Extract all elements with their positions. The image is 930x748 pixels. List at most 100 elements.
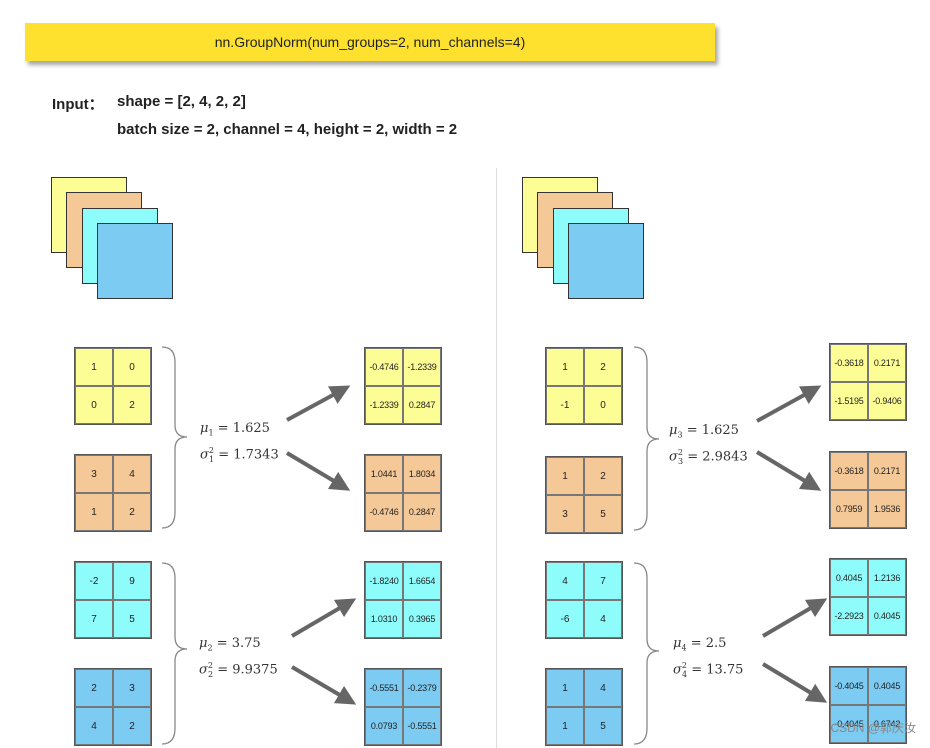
grid-cell: 1.6654 (403, 562, 441, 600)
mean-label: μ1 = 1.625 (200, 421, 270, 438)
grid-cell: 1.8034 (403, 455, 441, 493)
grid-cell: 4 (113, 455, 151, 493)
mean-label: μ2 = 3.75 (199, 636, 261, 653)
grid-cell: 4 (584, 669, 622, 707)
grid-cell: 0 (113, 348, 151, 386)
grid-cell: 1 (546, 707, 584, 745)
group-3-brace (633, 346, 660, 531)
input-grid-g2-blue: 2 3 4 2 (74, 668, 152, 746)
title-text: nn.GroupNorm(num_groups=2, num_channels=… (214, 34, 526, 50)
grid-cell: 9 (113, 562, 151, 600)
watermark: CSDN @郭庆汝 (830, 721, 916, 735)
grid-cell: 5 (113, 600, 151, 638)
grid-cell: 4 (546, 562, 584, 600)
grid-cell: 0.2847 (403, 493, 441, 531)
group-1-brace (161, 346, 188, 529)
arrow-group-2-down (290, 665, 357, 705)
grid-cell: 2 (75, 669, 113, 707)
grid-cell: 2 (113, 707, 151, 745)
grid-cell: 1 (546, 669, 584, 707)
grid-cell: 0.2171 (868, 452, 906, 490)
grid-cell: 0 (75, 386, 113, 424)
arrow-group-4-down (761, 662, 828, 703)
grid-cell: 2 (113, 493, 151, 531)
panel-divider (496, 168, 497, 748)
grid-cell: 0.4045 (830, 559, 868, 597)
grid-cell: -0.4746 (365, 493, 403, 531)
input-grid-g4-blue: 1 4 1 5 (545, 668, 623, 746)
arrow-group-1-down (285, 451, 351, 491)
grid-cell: 1 (75, 348, 113, 386)
grid-cell: -1 (546, 386, 584, 424)
arrow-group-4-up (761, 598, 828, 638)
grid-cell: 7 (75, 600, 113, 638)
grid-cell: 1.0310 (365, 600, 403, 638)
grid-cell: 4 (584, 600, 622, 638)
input-grid-g2-cyan: -2 9 7 5 (74, 561, 152, 639)
output-grid-g1-yellow: -0.4746 -1.2339 -1.2339 0.2847 (364, 347, 442, 425)
grid-cell: -0.5551 (365, 669, 403, 707)
output-grid-g3-orange: -0.3618 0.2171 0.7959 1.9536 (829, 451, 907, 529)
arrow-group-2-up (290, 598, 357, 638)
input-grid-g1-orange: 3 4 1 2 (74, 454, 152, 532)
grid-cell: 1.0441 (365, 455, 403, 493)
grid-cell: -6 (546, 600, 584, 638)
grid-cell: 0.3965 (403, 600, 441, 638)
grid-cell: 0.0793 (365, 707, 403, 745)
grid-cell: -0.9406 (868, 382, 906, 420)
grid-cell: 0.4045 (868, 597, 906, 635)
grid-cell: 2 (584, 348, 622, 386)
grid-cell: -0.4045 (830, 705, 868, 743)
output-grid-g2-blue: -0.5551 -0.2379 0.0793 -0.5551 (364, 668, 442, 746)
input-label: Input： (52, 96, 104, 113)
grid-cell: -0.3618 (830, 452, 868, 490)
arrow-group-1-up (286, 385, 351, 422)
mean-label: μ3 = 1.625 (669, 423, 739, 440)
grid-cell: 0.6742 (868, 705, 906, 743)
grid-cell: 0.2847 (403, 386, 441, 424)
channel-square-4 (97, 223, 173, 299)
group-2-brace (161, 562, 188, 745)
grid-cell: -1.2339 (365, 386, 403, 424)
grid-cell: -2.2923 (830, 597, 868, 635)
output-grid-g1-orange: 1.0441 1.8034 -0.4746 0.2847 (364, 454, 442, 532)
grid-cell: -1.8240 (365, 562, 403, 600)
grid-cell: 3 (546, 495, 584, 533)
grid-cell: 0.2171 (868, 344, 906, 382)
grid-cell: -0.4746 (365, 348, 403, 386)
grid-cell: 1 (75, 493, 113, 531)
grid-cell: 0.7959 (830, 490, 868, 528)
grid-cell: 2 (113, 386, 151, 424)
output-grid-g4-blue: -0.4045 0.4045 -0.4045 0.6742 (829, 666, 907, 744)
grid-cell: -0.3618 (830, 344, 868, 382)
arrow-group-3-down (755, 450, 822, 491)
group-4-stats: μ4 = 2.5 σ24 = 13.75 (673, 635, 743, 683)
grid-cell: 5 (584, 707, 622, 745)
input-grid-g4-cyan: 4 7 -6 4 (545, 561, 623, 639)
output-grid-g3-yellow: -0.3618 0.2171 -1.5195 -0.9406 (829, 343, 907, 421)
grid-cell: -1.5195 (830, 382, 868, 420)
group-4-brace (633, 562, 660, 745)
output-grid-g4-cyan: 0.4045 1.2136 -2.2923 0.4045 (829, 558, 907, 636)
title-banner: nn.GroupNorm(num_groups=2, num_channels=… (25, 23, 715, 61)
output-grid-g2-cyan: -1.8240 1.6654 1.0310 0.3965 (364, 561, 442, 639)
grid-cell: 3 (75, 455, 113, 493)
mean-label: μ4 = 2.5 (673, 636, 727, 653)
grid-cell: 4 (75, 707, 113, 745)
grid-cell: 1 (546, 348, 584, 386)
grid-cell: 3 (113, 669, 151, 707)
grid-cell: 0 (584, 386, 622, 424)
grid-cell: 7 (584, 562, 622, 600)
grid-cell: -1.2339 (403, 348, 441, 386)
variance-label: σ22 = 9.9375 (199, 660, 278, 679)
grid-cell: 0.4045 (868, 667, 906, 705)
arrow-group-3-up (756, 385, 822, 423)
grid-cell: -0.4045 (830, 667, 868, 705)
input-dimensions: batch size = 2, channel = 4, height = 2,… (117, 121, 458, 138)
group-1-stats: μ1 = 1.625 σ21 = 1.7343 (200, 420, 279, 468)
grid-cell: 1 (546, 457, 584, 495)
grid-cell: -2 (75, 562, 113, 600)
variance-label: σ23 = 2.9843 (669, 447, 748, 466)
grid-cell: 5 (584, 495, 622, 533)
